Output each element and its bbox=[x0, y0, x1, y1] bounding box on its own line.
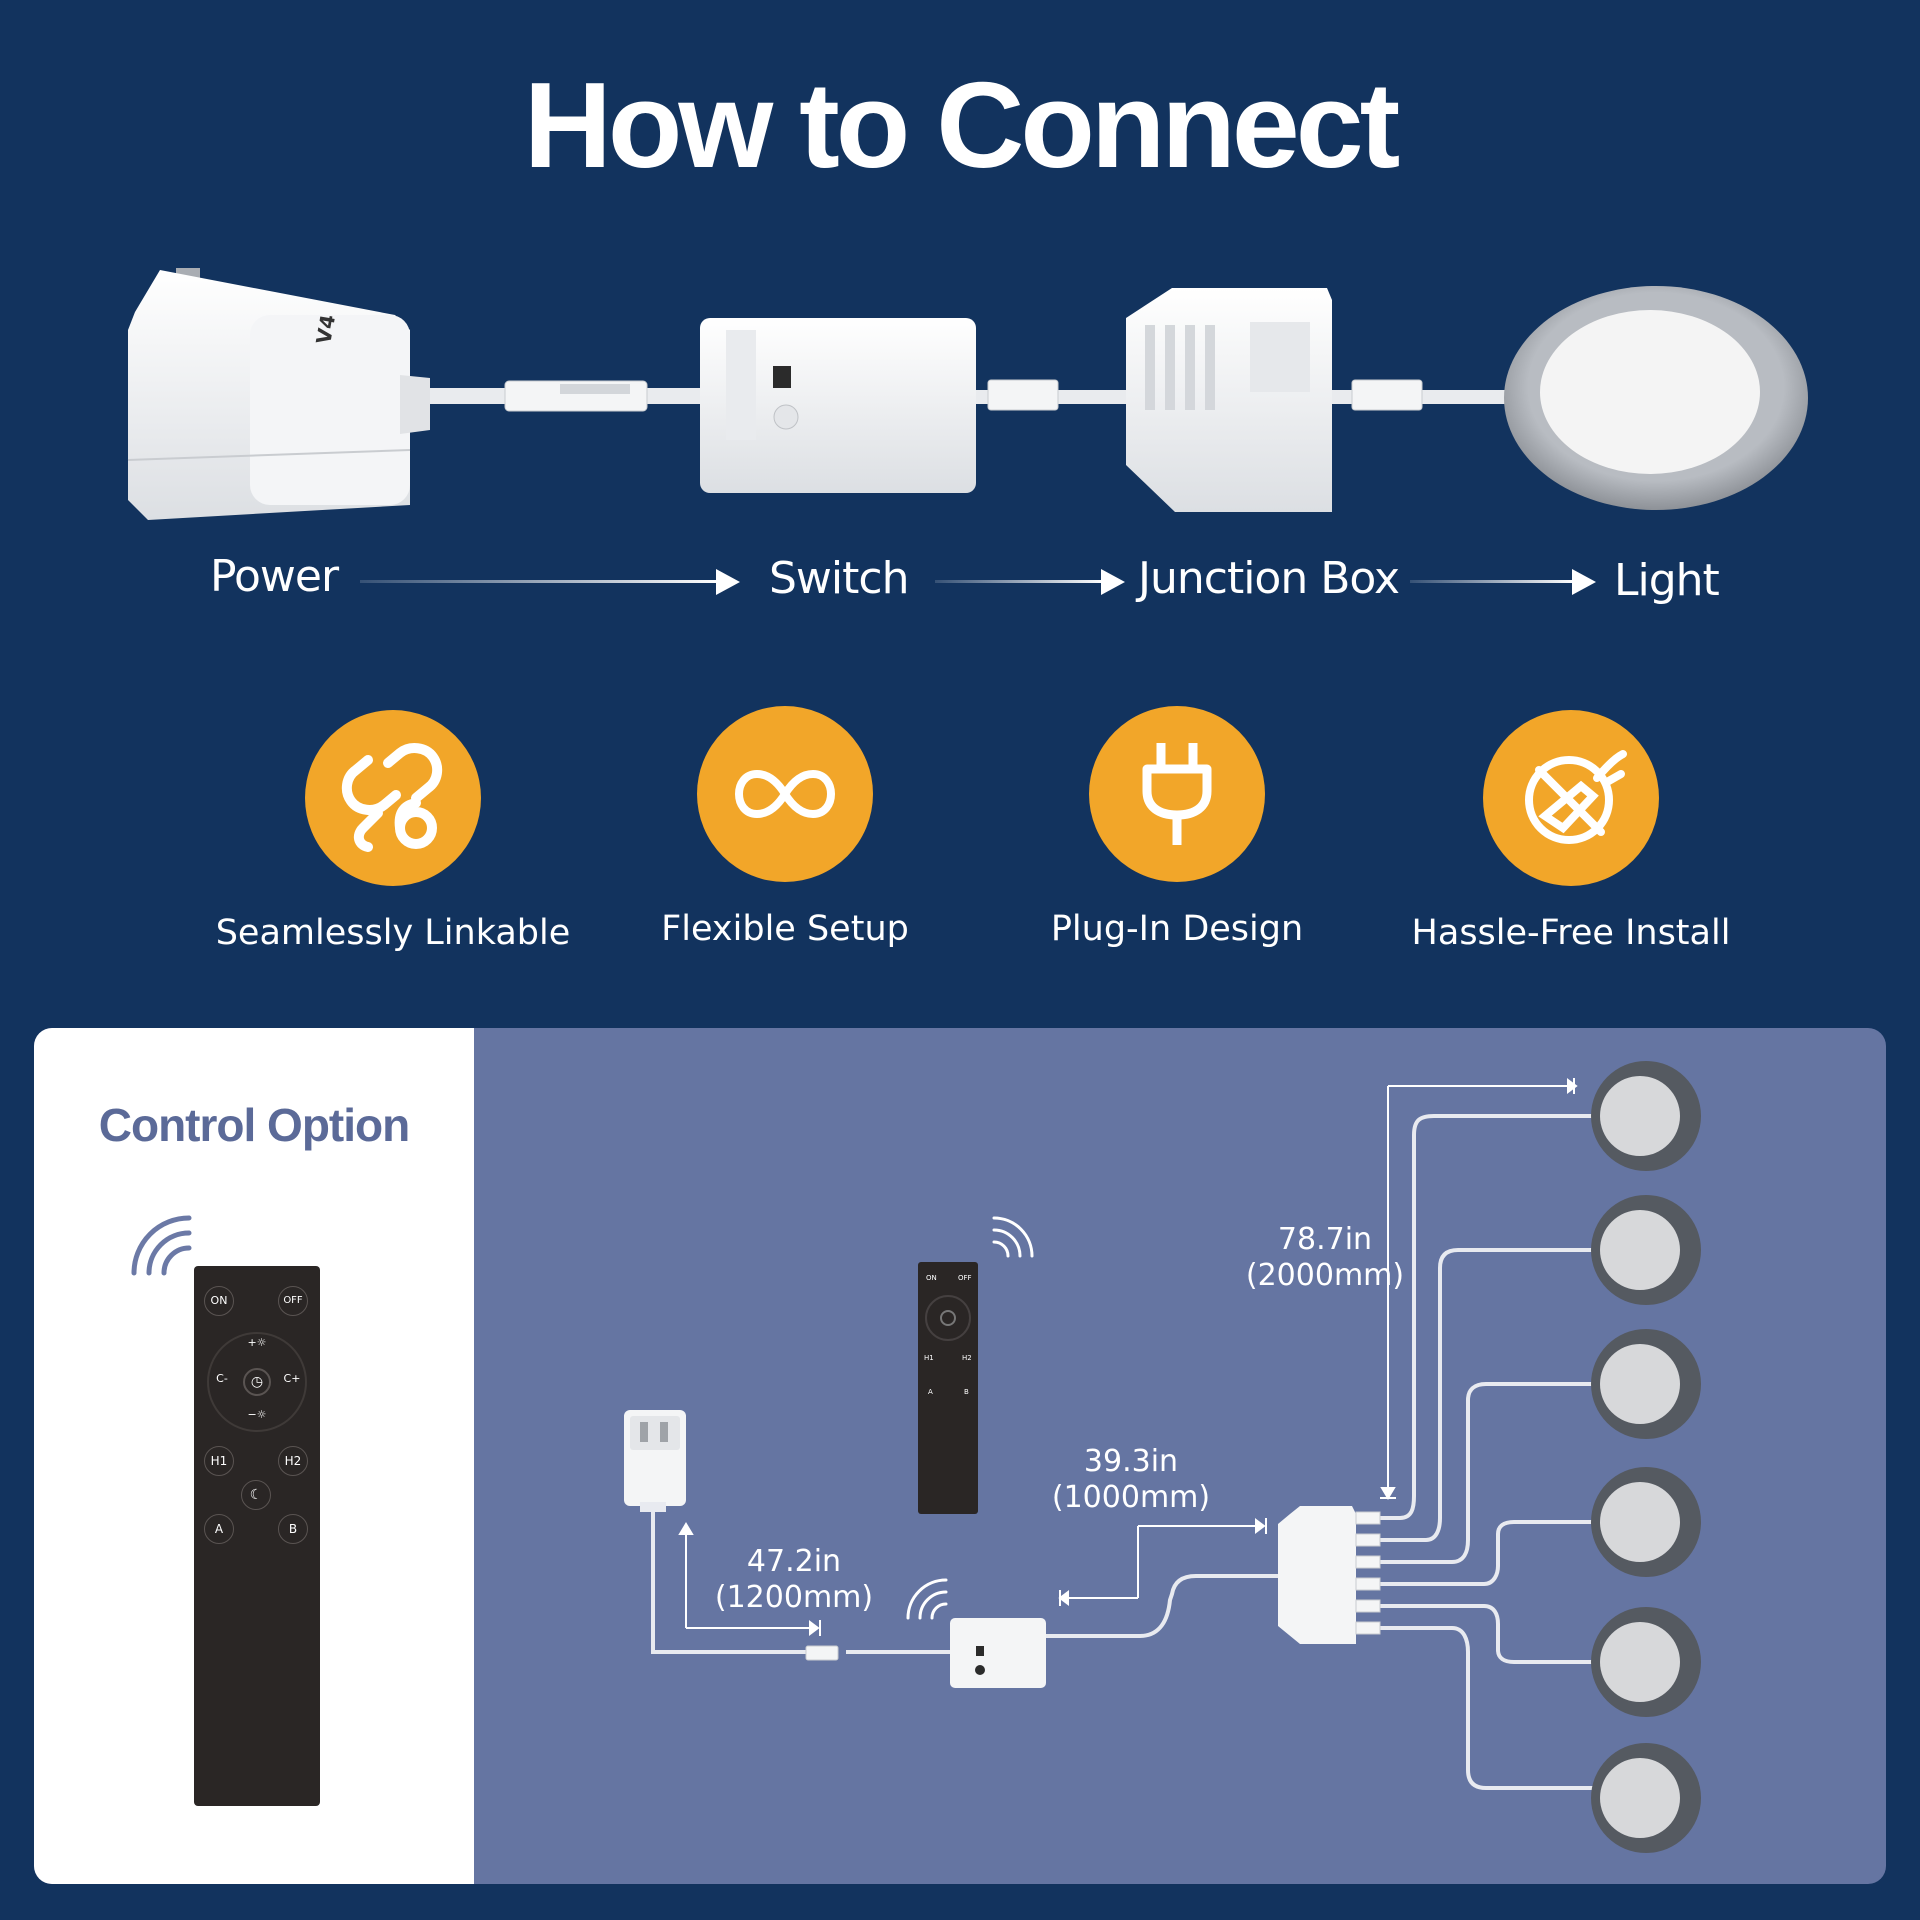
dimension-label-78in: 78.7in (2000mm) bbox=[1205, 1222, 1445, 1294]
plug-icon bbox=[1142, 743, 1212, 845]
control-option-sidebar: Control Option ON OFF +☼ C- C+ ◷ −☼ H1 H… bbox=[34, 1028, 474, 1884]
puck-lights bbox=[1591, 1061, 1701, 1853]
feature-label: Plug-In Design bbox=[1050, 909, 1304, 949]
flow-arrow-power-to-switch bbox=[360, 569, 740, 595]
svg-text:B: B bbox=[964, 1388, 969, 1396]
flow-arrow-junction-to-light bbox=[1410, 569, 1596, 595]
step-label-switch: Switch bbox=[769, 553, 909, 604]
remote-c-minus-button[interactable]: C- bbox=[216, 1372, 228, 1385]
svg-text:ON: ON bbox=[926, 1274, 937, 1282]
control-option-title: Control Option bbox=[98, 1099, 410, 1151]
remote-c-plus-button[interactable]: C+ bbox=[283, 1372, 301, 1385]
wireless-signal-switch-icon bbox=[906, 1578, 948, 1620]
feature-label: Hassle-Free Install bbox=[1411, 913, 1731, 953]
feature-label: Flexible Setup bbox=[661, 909, 909, 949]
svg-text:A: A bbox=[928, 1388, 933, 1396]
switch-box-illustration bbox=[700, 318, 976, 493]
feature-flexible-setup: Flexible Setup bbox=[605, 706, 965, 950]
remote-night-mode-button[interactable]: ☾ bbox=[241, 1480, 271, 1510]
dimension-metric: (1200mm) bbox=[714, 1580, 874, 1615]
remote-h1-button[interactable]: H1 bbox=[204, 1446, 234, 1476]
remote-control-large: ON OFF +☼ C- C+ ◷ −☼ H1 H2 ☾ A B bbox=[194, 1266, 320, 1806]
cable-switch-junction bbox=[975, 379, 1130, 411]
chain-link-icon bbox=[341, 743, 443, 852]
remote-b-button[interactable]: B bbox=[278, 1514, 308, 1544]
remote-a-button[interactable]: A bbox=[204, 1514, 234, 1544]
feature-label: Seamlessly Linkable bbox=[215, 913, 571, 953]
svg-text:H1: H1 bbox=[924, 1354, 934, 1362]
remote-brightness-up-button[interactable]: +☼ bbox=[247, 1336, 267, 1349]
step-label-junction-box: Junction Box bbox=[1138, 553, 1400, 604]
remote-timer-button[interactable]: ◷ bbox=[243, 1368, 271, 1396]
svg-text:OFF: OFF bbox=[958, 1274, 972, 1282]
step-label-light: Light bbox=[1614, 555, 1720, 606]
no-drill-icon bbox=[1525, 750, 1627, 844]
switch-box-small bbox=[805, 1618, 1046, 1688]
puck-light-illustration bbox=[1504, 286, 1808, 510]
remote-on-button[interactable]: ON bbox=[204, 1286, 234, 1316]
remote-control-small: ON OFF H1 H2 A B bbox=[918, 1262, 978, 1514]
dimension-label-39in: 39.3in (1000mm) bbox=[1021, 1444, 1241, 1516]
remote-h2-button[interactable]: H2 bbox=[278, 1446, 308, 1476]
dimension-imperial: 78.7in bbox=[1277, 1222, 1373, 1257]
dimension-metric: (1000mm) bbox=[1051, 1480, 1211, 1515]
feature-seamlessly-linkable: Seamlessly Linkable bbox=[213, 710, 573, 954]
step-label-power: Power bbox=[210, 551, 339, 602]
junction-box-illustration bbox=[1126, 288, 1332, 512]
dimension-imperial: 47.2in bbox=[746, 1544, 842, 1579]
cable-junction-light bbox=[1330, 379, 1510, 411]
svg-text:V4: V4 bbox=[311, 313, 340, 346]
flow-arrow-switch-to-junction bbox=[935, 569, 1125, 595]
power-adapter-small bbox=[624, 1410, 686, 1512]
wireless-signal-small-icon bbox=[992, 1216, 1034, 1258]
remote-dial bbox=[207, 1332, 307, 1432]
cable-power-switch bbox=[400, 380, 700, 412]
junction-box-small bbox=[1278, 1506, 1381, 1644]
wireless-signal-icon bbox=[131, 1215, 192, 1276]
wiring-diagram: ON OFF H1 H2 A B bbox=[624, 1061, 1701, 1853]
remote-off-button[interactable]: OFF bbox=[278, 1286, 308, 1316]
dimension-label-47in: 47.2in (1200mm) bbox=[684, 1544, 904, 1616]
feature-plug-in-design: Plug-In Design bbox=[997, 706, 1357, 950]
dimension-imperial: 39.3in bbox=[1083, 1444, 1179, 1479]
control-option-panel: Control Option ON OFF +☼ C- C+ ◷ −☼ H1 H… bbox=[34, 1028, 1886, 1884]
svg-text:H2: H2 bbox=[962, 1354, 972, 1362]
power-adapter-illustration: V4 bbox=[127, 268, 430, 520]
dimension-metric: (2000mm) bbox=[1245, 1258, 1405, 1293]
infinity-icon bbox=[735, 769, 835, 819]
feature-hassle-free-install: Hassle-Free Install bbox=[1391, 710, 1751, 954]
page-title: How to Connect bbox=[523, 57, 1400, 193]
remote-brightness-down-button[interactable]: −☼ bbox=[247, 1408, 267, 1421]
product-flow-illustration: V4 bbox=[127, 268, 1808, 520]
